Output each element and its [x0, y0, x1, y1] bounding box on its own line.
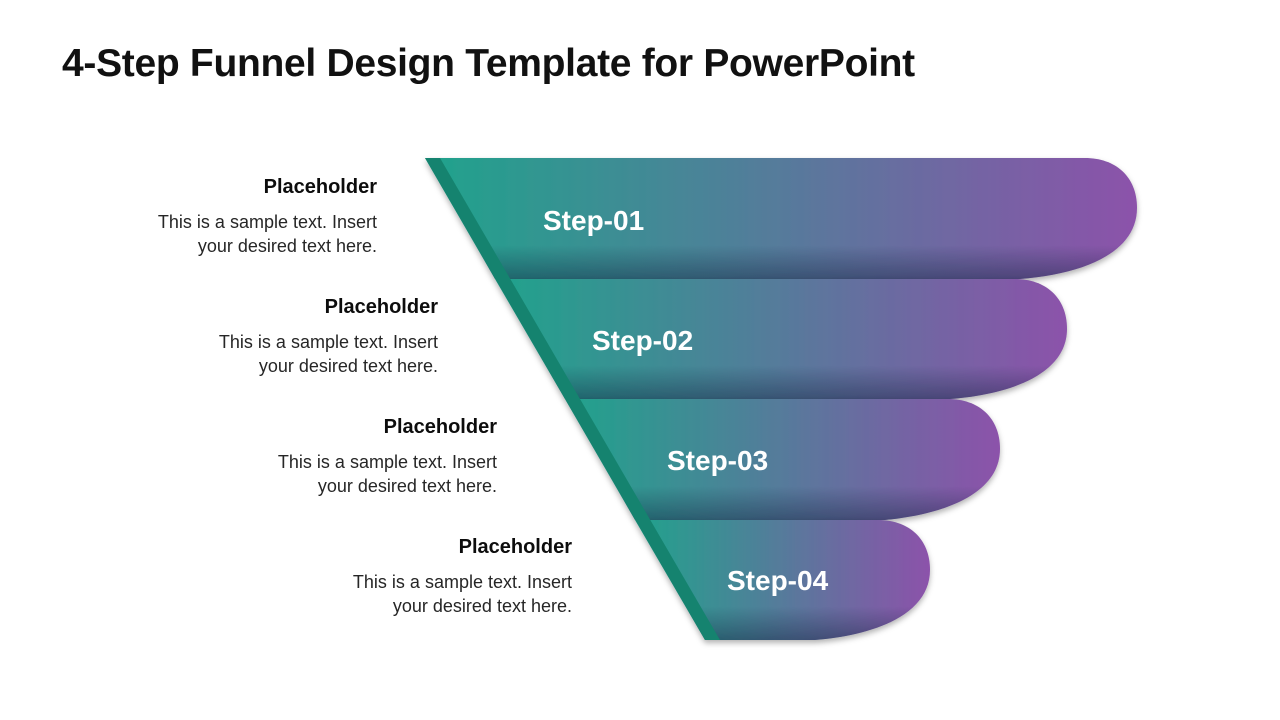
- funnel-edge-bevel: [425, 158, 720, 640]
- placeholder-body-4-line2: your desired text here.: [392, 596, 572, 616]
- step-label-3: Step-03: [667, 445, 769, 476]
- placeholder-body-3-line1: This is a sample text. Insert: [277, 452, 497, 472]
- funnel-step-4-shape: [635, 520, 930, 640]
- step-label-1: Step-01: [543, 205, 645, 236]
- placeholder-body-2: This is a sample text. Insert your desir…: [168, 330, 438, 378]
- placeholder-body-3-line2: your desired text here.: [317, 476, 497, 496]
- placeholder-heading-4: Placeholder: [458, 536, 572, 558]
- placeholder-body-2-line2: your desired text here.: [258, 356, 438, 376]
- funnel-step-1-shape: [425, 158, 1137, 279]
- placeholder-body-1-line2: your desired text here.: [197, 236, 377, 256]
- funnel-step-1-bottom-shade: [425, 158, 1137, 279]
- placeholder-block-1: Placeholder This is a sample text. Inser…: [107, 174, 377, 258]
- placeholder-heading-3: Placeholder: [383, 416, 497, 438]
- placeholder-heading-2: Placeholder: [324, 296, 438, 318]
- placeholder-body-1: This is a sample text. Insert your desir…: [107, 210, 377, 258]
- funnel-step-3-shape: [565, 399, 1000, 520]
- placeholder-body-2-line1: This is a sample text. Insert: [218, 332, 438, 352]
- placeholder-heading-1: Placeholder: [263, 176, 377, 198]
- placeholder-body-1-line1: This is a sample text. Insert: [157, 212, 377, 232]
- placeholder-body-3: This is a sample text. Insert your desir…: [227, 450, 497, 498]
- placeholder-body-4: This is a sample text. Insert your desir…: [302, 570, 572, 618]
- funnel-step-3-bottom-shade: [565, 399, 1000, 520]
- placeholder-body-4-line1: This is a sample text. Insert: [352, 572, 572, 592]
- step-label-2: Step-02: [592, 325, 694, 356]
- placeholder-block-4: Placeholder This is a sample text. Inser…: [302, 534, 572, 618]
- placeholder-block-2: Placeholder This is a sample text. Inser…: [168, 294, 438, 378]
- step-label-4: Step-04: [727, 565, 829, 596]
- placeholder-block-3: Placeholder This is a sample text. Inser…: [227, 414, 497, 498]
- funnel-step-2-bottom-shade: [495, 279, 1067, 399]
- slide-title: 4-Step Funnel Design Template for PowerP…: [62, 42, 915, 85]
- funnel-step-4-bottom-shade: [635, 520, 930, 640]
- funnel-step-2-shape: [495, 279, 1067, 399]
